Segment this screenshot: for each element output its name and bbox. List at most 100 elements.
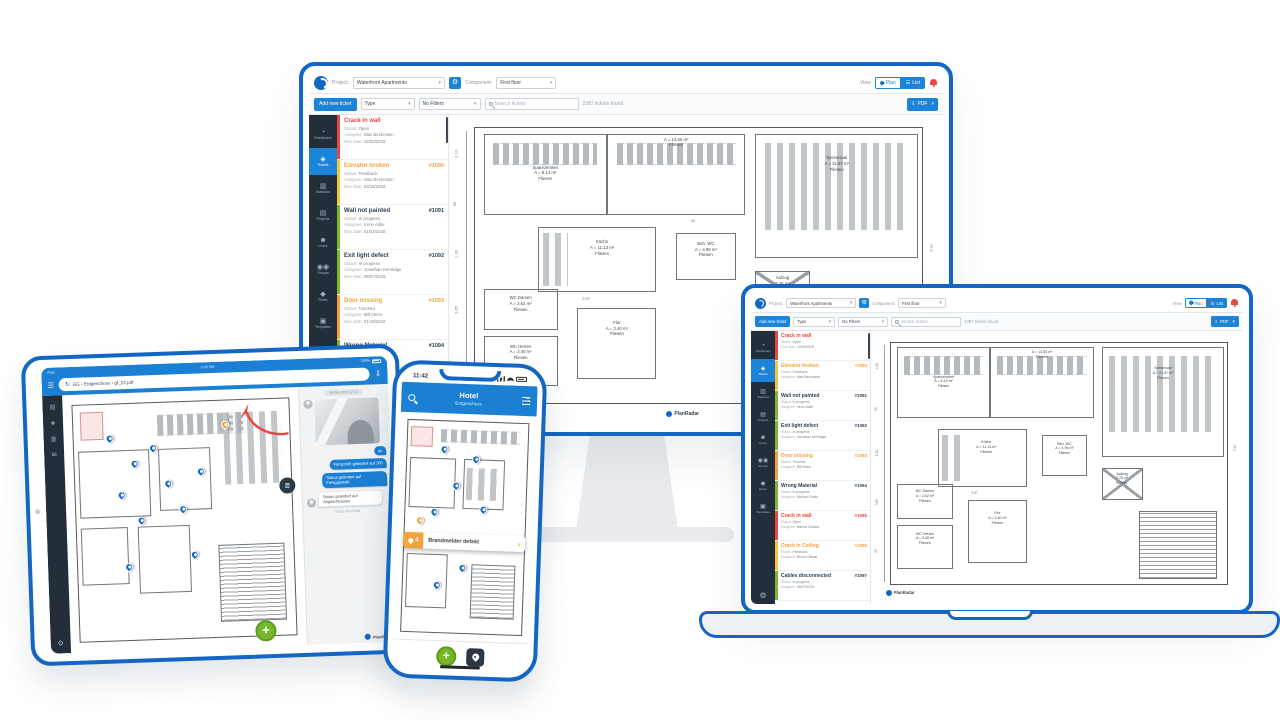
ticket-row[interactable]: Crack in wall Status: Open Assignee: Max… (337, 115, 448, 160)
status-label: Status: (344, 215, 358, 221)
pin-icon (407, 536, 415, 544)
sidebar-item-groups[interactable]: ◉◉Groups (751, 451, 775, 474)
sidebar-item-roles[interactable]: ◆Roles (751, 474, 775, 497)
room-finish: Fliesen (937, 384, 950, 389)
search-input[interactable] (494, 101, 575, 107)
project-settings-button[interactable]: ⚙ (448, 76, 461, 89)
ticket-row[interactable]: Wrong Material#1094 Status: In progress … (775, 481, 870, 511)
chat-bubble-sent[interactable]: ok (373, 445, 387, 456)
project-select[interactable]: Waterfront Apartments ▾ (352, 76, 445, 89)
sidebar-item-projects[interactable]: ▤Projects (751, 405, 775, 428)
ticket-icon[interactable]: ◈ (50, 420, 56, 427)
room-finish: Fliesen (991, 520, 1004, 525)
ticket-row[interactable]: Wall not painted#1091 Status: In progres… (337, 205, 448, 250)
search-input[interactable] (901, 319, 958, 324)
view-plan-button[interactable]: Plan (1184, 298, 1207, 308)
sidebar-item-dashboard[interactable]: ◔Dashboard (751, 336, 775, 359)
ticket-row[interactable]: Exit light defect#1092 Status: In progre… (775, 421, 870, 451)
stats-icon[interactable]: ▥ (50, 436, 57, 443)
list-scrollbar[interactable] (445, 117, 448, 143)
ticket-row[interactable]: Cables disconnected#1097 Status: In prog… (775, 571, 870, 601)
sidebar-item-dashboard[interactable]: ◔Dashboard (309, 121, 337, 148)
room-sparezimmer (897, 347, 991, 419)
chat-photo-message[interactable]: ☻ (303, 397, 386, 446)
filters-select[interactable]: No Filters ▾ (838, 316, 889, 327)
sidebar-label: Groups (317, 270, 329, 275)
status-value: Open (792, 340, 801, 344)
ticket-row[interactable]: Door missing#1093 Status: Touched Assign… (337, 295, 448, 340)
ticket-search[interactable] (484, 98, 579, 110)
chat-photo[interactable] (314, 397, 380, 446)
ticket-row[interactable]: Wall not painted#1091 Status: In progres… (775, 391, 870, 421)
ticket-row[interactable]: Door missing#1093 Status: Touched Assign… (775, 451, 870, 481)
sidebar-item-statistics[interactable]: ▥Statistics (309, 175, 337, 202)
add-ticket-fab[interactable]: + (435, 645, 457, 667)
notification-bell-icon[interactable] (1230, 298, 1239, 308)
ticket-row[interactable]: Crack in wall Status: Open Due date: 12/… (775, 331, 870, 361)
phone-header: Hotel Erdgeschoss (400, 381, 538, 417)
type-filter-select[interactable]: Type ▾ (793, 316, 836, 327)
room-area: A = 4.96 m² (694, 246, 717, 252)
sidebar-item-projects[interactable]: ▤Projects (309, 202, 337, 229)
view-plan-button[interactable]: Plan (874, 76, 901, 89)
sidebar-item-templates[interactable]: ▣Templates (751, 497, 775, 520)
menu-icon[interactable]: ☰ (47, 382, 55, 390)
due-value: 03/18/2018 (363, 183, 386, 189)
add-ticket-button[interactable]: Add new ticket (314, 97, 357, 111)
add-ticket-button[interactable]: Add new ticket (755, 316, 791, 327)
room-finish: Fliesen (919, 498, 931, 503)
chat-bubble-sent[interactable]: Fortschritt geändert auf 100 (329, 458, 387, 470)
refresh-icon[interactable]: ↻ (64, 381, 71, 389)
settings-gear-icon[interactable]: ⚙ (759, 590, 767, 600)
ticket-row[interactable]: Crack in wall#1095 Status: Open Assignee… (775, 511, 870, 541)
ticket-status-line: Status: Open (781, 340, 867, 344)
room-name: Aufzug (1116, 471, 1128, 476)
notification-bell-icon[interactable] (929, 78, 938, 88)
chevron-down-icon: ▾ (438, 79, 441, 86)
ticket-list[interactable]: Crack in wall Status: Open Due date: 12/… (775, 331, 871, 604)
mail-icon[interactable]: ✉ (51, 452, 57, 459)
phone-plan[interactable]: 4 Brandmelder defekt › (392, 411, 537, 644)
view-list-button[interactable]: ☰ List (1206, 298, 1227, 308)
chat-panel[interactable]: 08-09-2018 12:13 ☻ ok Fortschritt geände… (297, 383, 397, 645)
sidebar-label: Templates (756, 509, 770, 514)
ticket-status-line: Status: In progress (781, 580, 867, 584)
filters-select[interactable]: No Filters ▾ (418, 98, 481, 110)
view-list-button[interactable]: ☰ List (900, 76, 925, 89)
type-filter-select[interactable]: Type ▾ (360, 98, 415, 110)
project-select[interactable]: Waterfront Apartments ▾ (786, 298, 857, 308)
sidebar-item-tickets[interactable]: ◈Tickets (751, 359, 775, 382)
list-scrollbar[interactable] (867, 333, 870, 359)
chat-bubble-received[interactable]: Status geändert auf Abgeschlossen. (317, 488, 383, 508)
pdf-export-button[interactable]: ⇩ PDF ▾ (907, 97, 938, 111)
floor-plan-canvas[interactable]: 2.10 50 1.20 3.85 25 3.32 3.97 (871, 331, 1243, 604)
sidebar-item-templates[interactable]: ▣Templates (309, 310, 337, 337)
room-flur (967, 500, 1028, 564)
room-name: Beh. WC (697, 240, 715, 246)
sidebar-item-users[interactable]: ☻Users (751, 428, 775, 451)
ticket-assignee-line: Assignee: Max Beckmann (344, 177, 444, 182)
tablet-screen: iPad 5:45 PM 100% ☰ ↻ EG › Erdgeschoss ›… (41, 355, 397, 654)
sidebar-item-users[interactable]: ☻Users (309, 229, 337, 256)
sidebar-item-groups[interactable]: ◉◉Groups (309, 256, 337, 283)
ticket-search[interactable] (891, 316, 962, 327)
sidebar-item-roles[interactable]: ◆Roles (309, 283, 337, 310)
sidebar-item-statistics[interactable]: ▥Statistics (751, 382, 775, 405)
statusbar-right: 100% (361, 358, 382, 364)
sidebar-item-tickets[interactable]: ◈Tickets (309, 148, 337, 175)
component-select[interactable]: First floor ▾ (496, 76, 557, 89)
ticket-row[interactable]: Crack in Ceiling#1096 Status: Feedback A… (775, 541, 870, 571)
component-select[interactable]: First floor ▾ (898, 298, 947, 308)
chat-bubble-sent[interactable]: Status geändert auf Fertiggestellt (322, 470, 388, 488)
ticket-row[interactable]: Elevator broken#1090 Status: Feedback As… (775, 361, 870, 391)
ticket-row[interactable]: Elevator broken#1090 Status: Feedback As… (337, 160, 448, 205)
locate-pins-button[interactable] (465, 647, 485, 667)
project-settings-button[interactable]: ⚙ (859, 298, 870, 308)
ticket-row[interactable]: Exit light defect#1092 Status: In progre… (337, 250, 448, 295)
download-icon[interactable]: ⇩ (374, 369, 382, 379)
filter-icon[interactable] (522, 396, 531, 406)
layers-icon[interactable]: ▤ (49, 404, 56, 411)
pdf-export-button[interactable]: ⇩ PDF ▾ (1210, 316, 1239, 327)
settings-gear-icon[interactable]: ⚙ (57, 640, 65, 648)
